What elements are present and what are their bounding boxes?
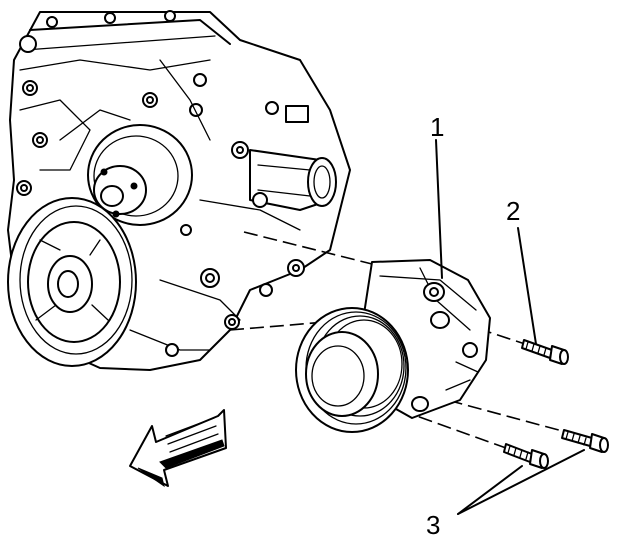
crankshaft-balancer <box>7 197 137 367</box>
callout-1-label: 1 <box>430 112 444 142</box>
callout-2-label: 2 <box>506 196 520 226</box>
callout-3-label: 3 <box>426 510 440 540</box>
leader-lines <box>435 139 585 515</box>
thermostat-housing <box>231 101 337 211</box>
ac-compressor <box>295 259 491 433</box>
idler-pulley <box>87 124 193 226</box>
lower-bolt-left <box>503 443 549 469</box>
lower-bolt-right <box>561 429 609 453</box>
front-direction-arrow-icon <box>129 409 227 488</box>
upper-bolt <box>521 339 569 365</box>
